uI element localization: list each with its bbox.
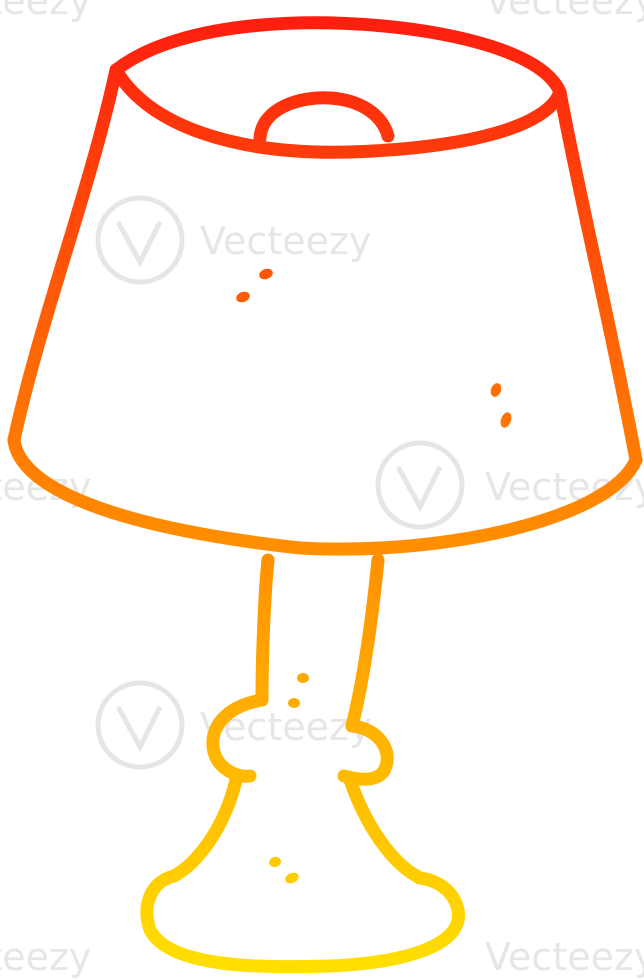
watermark-text: Vecteezy (0, 0, 91, 23)
watermark-logo-icon (95, 680, 185, 770)
shine-marks (236, 268, 512, 884)
watermark-text: Vecteezy (0, 935, 91, 979)
watermark-text: Vecteezy (485, 0, 644, 23)
watermark-logo-icon (375, 440, 465, 530)
lamp-shade (7, 16, 643, 556)
watermark-logo-icon (95, 195, 185, 285)
watermark-text: Vecteezy (200, 219, 371, 263)
lamp-stem (255, 553, 385, 733)
watermark-text: Vecteezy (485, 935, 644, 979)
lamp-base (140, 773, 466, 974)
